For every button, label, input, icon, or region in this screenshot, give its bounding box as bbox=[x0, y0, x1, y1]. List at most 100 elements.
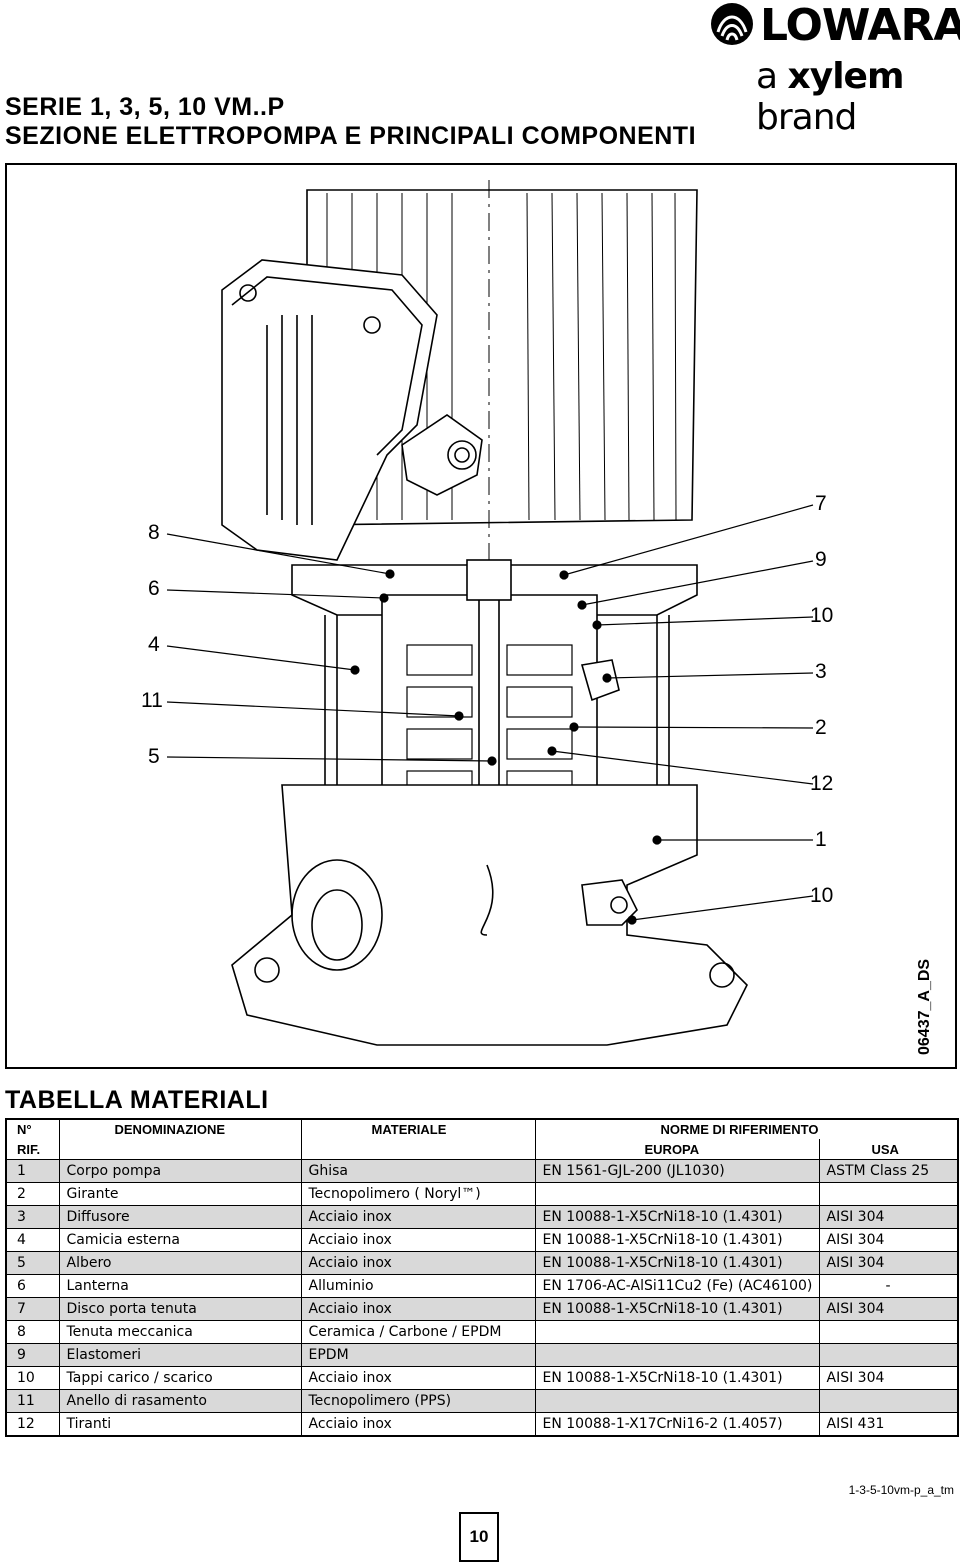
cell-usa bbox=[819, 1320, 959, 1344]
table-title: TABELLA MATERIALI bbox=[5, 1086, 269, 1114]
cell-name: Anello di rasamento bbox=[59, 1389, 302, 1413]
callout-1: 1 bbox=[815, 828, 827, 851]
callout-12: 12 bbox=[810, 772, 834, 795]
callout-2: 2 bbox=[815, 716, 827, 739]
callout-10-bottom: 10 bbox=[810, 884, 834, 907]
pump-section-drawing: 8 6 4 11 5 7 9 10 3 2 12 1 10 bbox=[5, 163, 957, 1069]
cell-num: 2 bbox=[6, 1182, 60, 1206]
cell-num: 1 bbox=[6, 1159, 60, 1183]
cell-europe bbox=[535, 1389, 820, 1413]
cell-material: Alluminio bbox=[301, 1274, 536, 1298]
cell-usa: - bbox=[819, 1274, 959, 1298]
callout-7: 7 bbox=[815, 492, 827, 515]
cell-num: 6 bbox=[6, 1274, 60, 1298]
callout-9: 9 bbox=[815, 548, 827, 571]
table-subheader-row: RIF. EUROPA USA bbox=[6, 1139, 959, 1160]
cell-name: Camicia esterna bbox=[59, 1228, 302, 1252]
header-num: N° bbox=[6, 1119, 60, 1139]
cell-usa: AISI 304 bbox=[819, 1251, 959, 1275]
cell-europe: EN 10088-1-X5CrNi18-10 (1.4301) bbox=[535, 1205, 820, 1229]
callout-5: 5 bbox=[148, 745, 160, 768]
header-rif: RIF. bbox=[6, 1139, 60, 1160]
cell-name: Diffusore bbox=[59, 1205, 302, 1229]
cell-name: Lanterna bbox=[59, 1274, 302, 1298]
cell-num: 8 bbox=[6, 1320, 60, 1344]
cell-europe bbox=[535, 1320, 820, 1344]
cell-material: Tecnopolimero ( Noryl™) bbox=[301, 1182, 536, 1206]
header-usa: USA bbox=[819, 1139, 959, 1160]
cell-europe: EN 10088-1-X5CrNi18-10 (1.4301) bbox=[535, 1297, 820, 1321]
logo-wordmark: LOWARA bbox=[760, 0, 960, 51]
cell-usa: AISI 304 bbox=[819, 1205, 959, 1229]
cell-usa bbox=[819, 1182, 959, 1206]
header-blank-1 bbox=[59, 1139, 302, 1160]
cell-num: 5 bbox=[6, 1251, 60, 1275]
cell-usa: AISI 304 bbox=[819, 1228, 959, 1252]
callout-10-top: 10 bbox=[810, 604, 834, 627]
callout-3: 3 bbox=[815, 660, 827, 683]
cell-usa: ASTM Class 25 bbox=[819, 1159, 959, 1183]
cell-europe: EN 10088-1-X17CrNi16-2 (1.4057) bbox=[535, 1412, 820, 1437]
cell-num: 10 bbox=[6, 1366, 60, 1390]
cell-material: Acciaio inox bbox=[301, 1412, 536, 1437]
lowara-drop-icon bbox=[711, 3, 753, 45]
cell-material: Ceramica / Carbone / EPDM bbox=[301, 1320, 536, 1344]
cell-europe: EN 1561-GJL-200 (JL1030) bbox=[535, 1159, 820, 1183]
cell-num: 9 bbox=[6, 1343, 60, 1367]
cell-europe bbox=[535, 1343, 820, 1367]
cell-europe bbox=[535, 1182, 820, 1206]
header-blank-2 bbox=[301, 1139, 536, 1160]
cell-usa bbox=[819, 1389, 959, 1413]
callout-4: 4 bbox=[148, 633, 160, 656]
pump-cross-section-illustration bbox=[166, 180, 814, 1046]
cell-num: 4 bbox=[6, 1228, 60, 1252]
page-title-line1: SERIE 1, 3, 5, 10 VM..P bbox=[5, 93, 285, 121]
cell-europe: EN 10088-1-X5CrNi18-10 (1.4301) bbox=[535, 1228, 820, 1252]
page-number: 10 bbox=[459, 1512, 499, 1562]
cell-num: 3 bbox=[6, 1205, 60, 1229]
cell-usa: AISI 304 bbox=[819, 1366, 959, 1390]
header-norms: NORME DI RIFERIMENTO bbox=[535, 1119, 959, 1139]
cell-num: 7 bbox=[6, 1297, 60, 1321]
cell-name: Tiranti bbox=[59, 1412, 302, 1437]
cell-name: Corpo pompa bbox=[59, 1159, 302, 1183]
page-title-line2: SEZIONE ELETTROPOMPA E PRINCIPALI COMPON… bbox=[5, 122, 697, 150]
header-name: DENOMINAZIONE bbox=[59, 1119, 302, 1139]
cell-name: Albero bbox=[59, 1251, 302, 1275]
cell-material: Acciaio inox bbox=[301, 1205, 536, 1229]
cell-material: Tecnopolimero (PPS) bbox=[301, 1389, 536, 1413]
cell-name: Tenuta meccanica bbox=[59, 1320, 302, 1344]
cell-europe: EN 10088-1-X5CrNi18-10 (1.4301) bbox=[535, 1366, 820, 1390]
callout-11: 11 bbox=[141, 689, 163, 712]
cell-material: Ghisa bbox=[301, 1159, 536, 1183]
cell-material: Acciaio inox bbox=[301, 1366, 536, 1390]
cell-num: 11 bbox=[6, 1389, 60, 1413]
header-material: MATERIALE bbox=[301, 1119, 536, 1139]
cell-material: Acciaio inox bbox=[301, 1228, 536, 1252]
callout-8: 8 bbox=[148, 521, 160, 544]
cell-europe: EN 1706-AC-AlSi11Cu2 (Fe) (AC46100) bbox=[535, 1274, 820, 1298]
cell-europe: EN 10088-1-X5CrNi18-10 (1.4301) bbox=[535, 1251, 820, 1275]
cell-material: Acciaio inox bbox=[301, 1297, 536, 1321]
table-header-row: N° DENOMINAZIONE MATERIALE NORME DI RIFE… bbox=[6, 1119, 959, 1139]
cell-usa bbox=[819, 1343, 959, 1367]
cell-name: Tappi carico / scarico bbox=[59, 1366, 302, 1390]
drawing-code: 06437_A_DS bbox=[916, 958, 933, 1055]
cell-name: Disco porta tenuta bbox=[59, 1297, 302, 1321]
logo-tagline: a xylem brand bbox=[756, 56, 904, 138]
cell-usa: AISI 431 bbox=[819, 1412, 959, 1437]
footer-code: 1-3-5-10vm-p_a_tm bbox=[848, 1483, 954, 1497]
materials-table: N° DENOMINAZIONE MATERIALE NORME DI RIFE… bbox=[5, 1118, 959, 1437]
